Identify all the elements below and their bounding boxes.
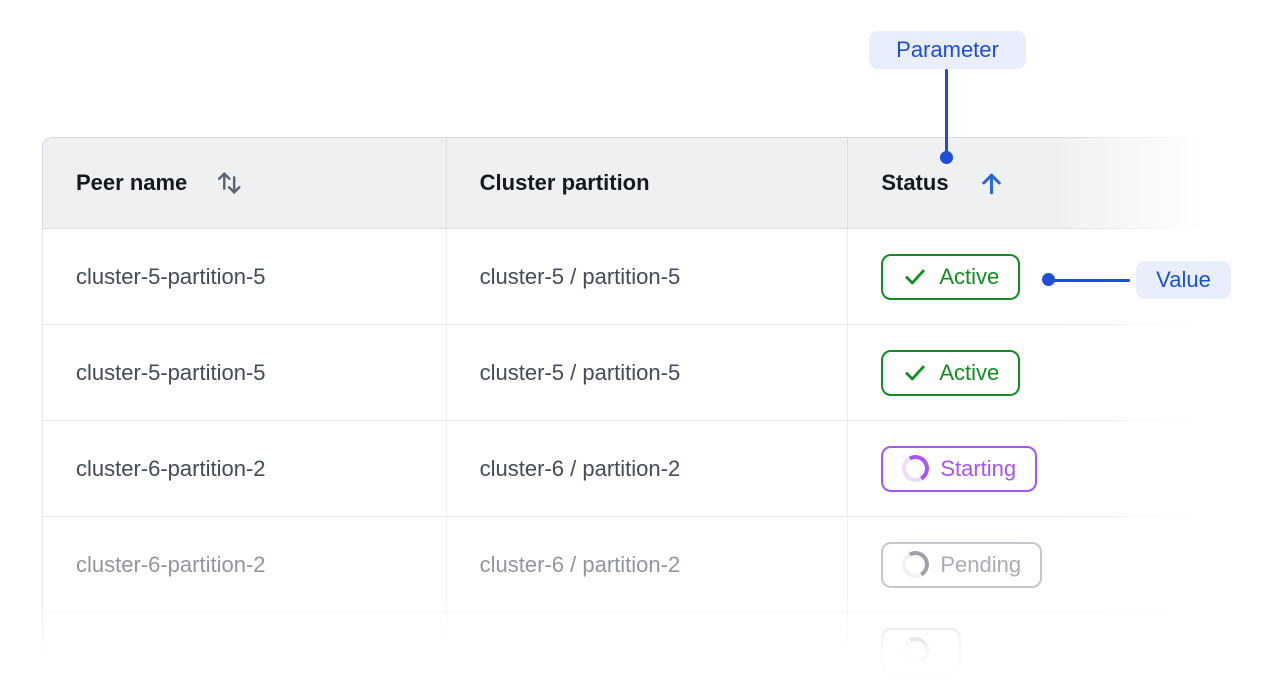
callout-text: Value [1156, 267, 1211, 292]
cluster-partition-cell: cluster-5 / partition-5 [445, 325, 848, 420]
status-label: Active [939, 263, 1000, 289]
status-badge-active: Active [881, 253, 1021, 300]
column-label: Cluster partition [479, 170, 650, 195]
peer-name-cell: cluster-5-partition-5 [76, 263, 266, 289]
status-cell: Active [847, 325, 1200, 420]
value-connector-dot [1042, 273, 1055, 286]
bottom-fade-overlay [0, 596, 1272, 688]
column-header-cluster-partition[interactable]: Cluster partition [445, 138, 848, 228]
parameter-callout-label: Parameter [869, 31, 1026, 69]
column-header-peer-name[interactable]: Peer name [43, 138, 446, 228]
status-cell: Starting [847, 421, 1200, 516]
column-label: Status [881, 170, 949, 195]
status-label: Starting [940, 455, 1017, 481]
right-fade-overlay [1055, 130, 1272, 688]
sort-updown-icon [213, 167, 245, 199]
status-label: Active [939, 359, 1000, 385]
cluster-partition-cell: cluster-6 / partition-2 [445, 421, 848, 516]
arrow-up-icon [978, 170, 1005, 197]
table-header-row: Peer name Cluster partition Status [42, 137, 1200, 229]
value-callout-label: Value [1136, 261, 1231, 299]
spinner-icon [899, 547, 933, 582]
status-badge-pending: Pending [881, 541, 1043, 588]
parameter-connector-dot [940, 151, 953, 164]
value-connector-line [1053, 279, 1130, 282]
peer-name-cell: cluster-5-partition-5 [76, 359, 266, 385]
cluster-partition-cell: cluster-5 / partition-5 [445, 229, 848, 324]
check-icon [902, 264, 928, 290]
status-cell: Pending [847, 517, 1200, 612]
status-cell: Active [847, 229, 1200, 324]
peer-name-cell: cluster-6-partition-2 [76, 455, 266, 481]
parameter-connector-line [945, 69, 948, 153]
peers-table: Peer name Cluster partition Status [42, 137, 1200, 688]
table-row: cluster-6-partition-2 cluster-6 / partit… [43, 421, 1200, 517]
status-label: Pending [940, 551, 1022, 577]
peer-name-cell: cluster-6-partition-2 [76, 551, 266, 577]
status-badge-active: Active [881, 349, 1021, 396]
callout-text: Parameter [896, 37, 999, 62]
column-header-status[interactable]: Status [847, 138, 1200, 228]
table-row: cluster-5-partition-5 cluster-5 / partit… [43, 325, 1200, 421]
cluster-partition-cell: cluster-6 / partition-2 [445, 517, 848, 612]
check-icon [902, 360, 928, 386]
status-badge-starting: Starting [881, 445, 1038, 492]
spinner-icon [899, 451, 933, 486]
column-label: Peer name [76, 170, 188, 195]
table-row: cluster-5-partition-5 cluster-5 / partit… [43, 229, 1200, 325]
